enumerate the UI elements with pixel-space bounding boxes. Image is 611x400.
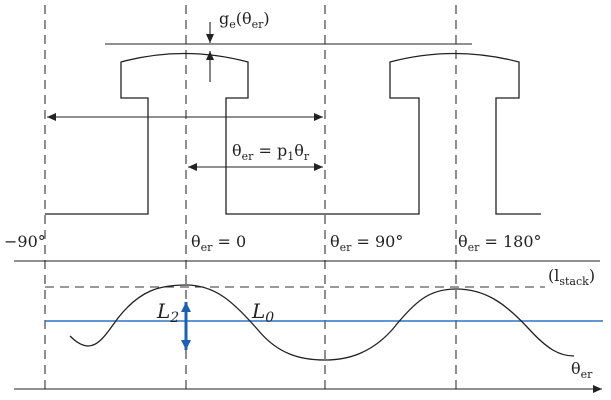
theta-axis-label: θer	[571, 359, 593, 381]
inductance-curve	[69, 284, 575, 361]
angle-label-0: θer = 0	[191, 232, 246, 254]
gap-label: ge(θer)	[219, 9, 270, 31]
angle-label-neg90: −90°	[4, 232, 46, 251]
pitch-relation-label: θer = p1θr	[232, 141, 310, 163]
l0-label: L0	[251, 299, 274, 326]
angle-label-90: θer = 90°	[330, 232, 403, 254]
l2-label: L2	[156, 299, 179, 326]
tooth-outline	[45, 52, 541, 215]
angle-label-180: θer = 180°	[458, 232, 542, 254]
stack-length-label: (lstack)	[548, 266, 595, 288]
